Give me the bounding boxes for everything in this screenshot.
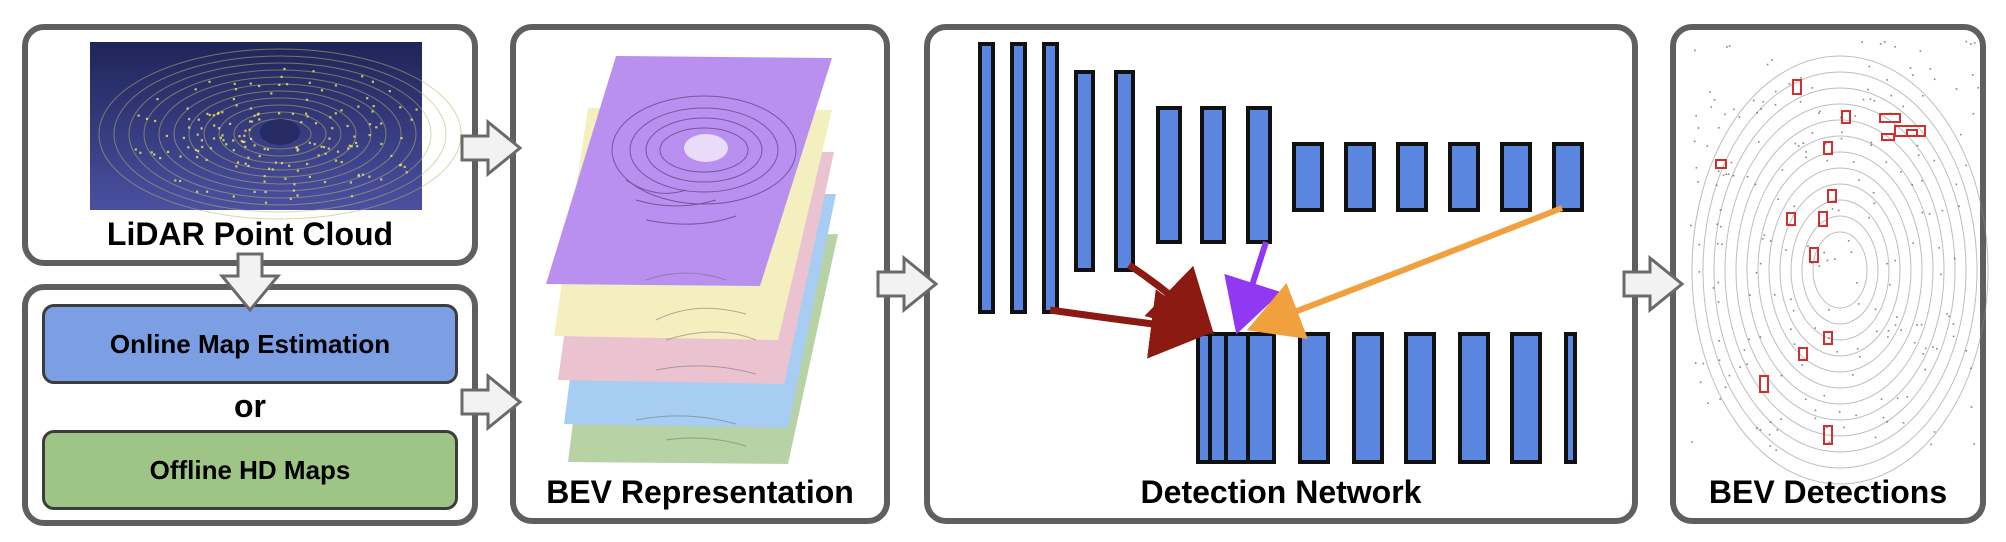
lidar-caption: LiDAR Point Cloud [106, 216, 394, 252]
skip-arrow-purple [1224, 241, 1282, 335]
detection-network-diagram [978, 42, 1584, 464]
bev-layer-stack [546, 56, 838, 464]
feature-block [1074, 70, 1095, 272]
skip-arrow-orange [1246, 205, 1564, 340]
feature-block [1298, 332, 1330, 464]
feature-block [1458, 332, 1490, 464]
feature-block [1292, 142, 1324, 212]
detection-box [1823, 331, 1833, 345]
bev-caption: BEV Representation [546, 474, 854, 510]
feature-block [1510, 332, 1542, 464]
detection-box [1823, 141, 1833, 155]
detection-box [1759, 375, 1769, 393]
bev-map-texture [611, 95, 797, 225]
network-caption: Detection Network [1140, 474, 1422, 510]
skip-arrow-darkred-2 [1127, 262, 1215, 335]
detection-box [1906, 129, 1918, 137]
feature-block [1246, 106, 1272, 244]
lidar-panel: LiDAR Point Cloud [22, 24, 478, 266]
detection-box [1818, 211, 1828, 227]
flow-arrow-icon [218, 252, 282, 313]
detections-panel: BEV Detections [1670, 24, 1989, 524]
feature-block [1156, 106, 1182, 244]
feature-block [978, 42, 995, 314]
flow-arrow-icon [876, 254, 939, 314]
feature-block [1114, 70, 1135, 272]
detection-box [1823, 425, 1833, 445]
bev-panel: BEV Representation [510, 24, 890, 524]
detection-box [1792, 79, 1802, 95]
feature-block [1552, 142, 1584, 212]
flow-arrow-icon [1622, 254, 1685, 314]
flow-arrow-icon [460, 372, 523, 432]
detection-box [1798, 347, 1808, 361]
feature-block [1200, 106, 1226, 244]
detection-box [1715, 159, 1727, 169]
feature-block [1564, 332, 1577, 464]
bev-detections-image [1690, 40, 1989, 485]
feature-block [1010, 42, 1027, 314]
detection-box [1786, 212, 1796, 226]
offline-hd-maps-box: Offline HD Maps [42, 430, 458, 510]
network-panel: Detection Network [924, 24, 1638, 524]
feature-block [1352, 332, 1384, 464]
detection-box [1879, 113, 1901, 123]
feature-block [1396, 142, 1428, 212]
feature-block [1448, 142, 1480, 212]
detection-box [1809, 247, 1819, 263]
feature-block [1344, 142, 1376, 212]
detections-caption: BEV Detections [1708, 474, 1948, 510]
lidar-point-cloud-image [90, 42, 462, 220]
detection-box [1881, 133, 1895, 141]
flow-arrow-icon [460, 118, 523, 178]
detection-box [1841, 110, 1851, 124]
or-label: or [234, 388, 266, 424]
online-map-estimation-box: Online Map Estimation [42, 304, 458, 384]
feature-block [1404, 332, 1436, 464]
detection-box [1827, 189, 1837, 203]
feature-block [1500, 142, 1532, 212]
maps-panel: Online Map Estimation or Offline HD Maps [22, 284, 478, 526]
